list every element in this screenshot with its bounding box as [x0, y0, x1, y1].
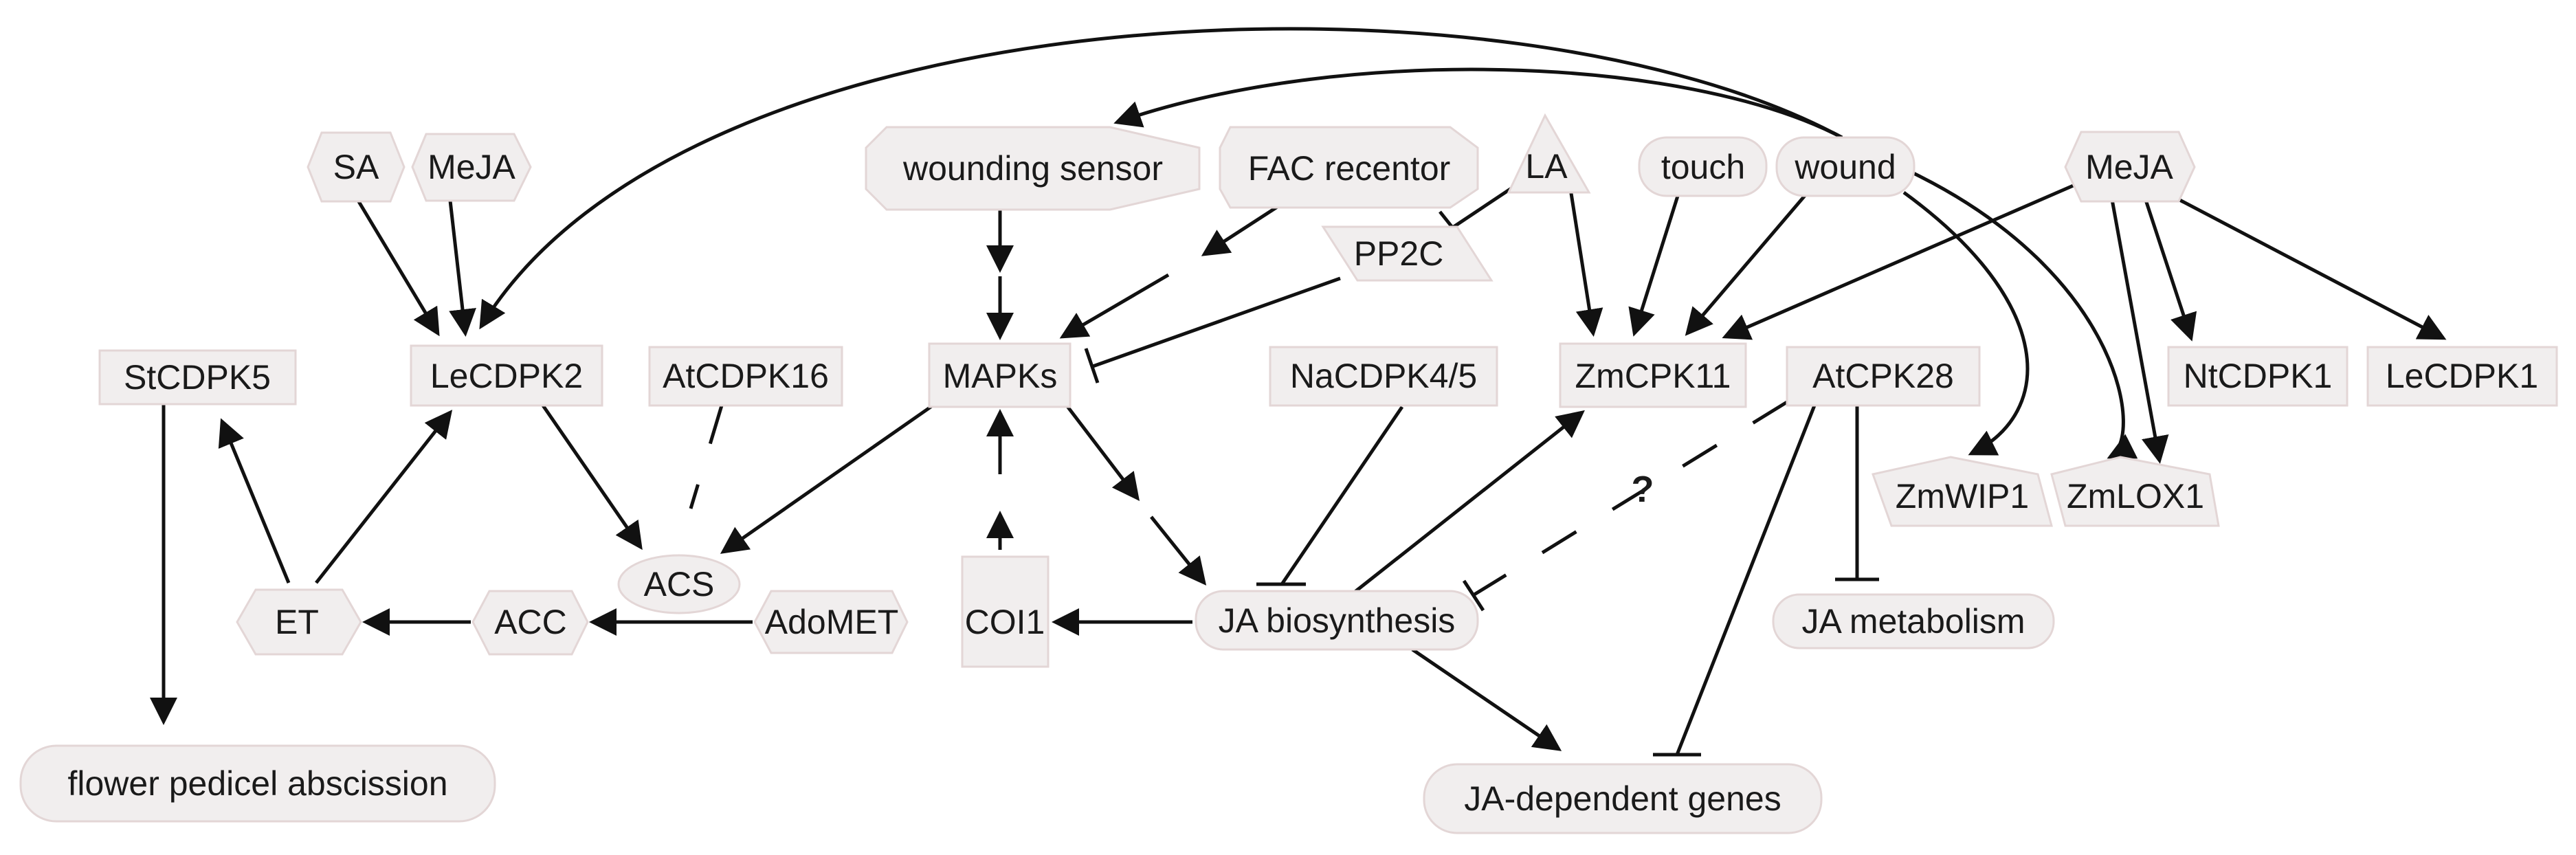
node-fac-receptor-label: FAC recentor [1248, 149, 1451, 188]
edge-meja-left-to-lecdpk2 [448, 200, 476, 337]
node-meja-left-label: MeJA [428, 148, 515, 186]
edge-wound-to-zmwip1 [1902, 190, 2030, 456]
node-ja-dependent-label: JA-dependent genes [1464, 779, 1781, 818]
node-mapks-label: MAPKs [943, 357, 1058, 395]
edge-meja-right-to-zmcpk11 [1722, 178, 2087, 340]
node-acc-label: ACC [494, 603, 567, 641]
edge-lecdpk2-to-acs [541, 404, 643, 551]
edge-mapks-to-ja [1150, 515, 1207, 586]
node-ntcdpk1: NtCDPK1 [2167, 346, 2349, 407]
edge-la-inhibits-fac [1452, 182, 1519, 229]
node-zmwip1: ZmWIP1 [1872, 456, 2053, 527]
node-stcdpk5-label: StCDPK5 [124, 358, 271, 397]
node-adomet-label: AdoMET [765, 603, 899, 641]
node-et-label: ET [275, 603, 319, 641]
node-ja-metabolism: JA metabolism [1772, 593, 2055, 649]
node-nacdpk45-label: NaCDPK4/5 [1290, 357, 1477, 395]
node-fac-receptor: FAC recentor [1219, 126, 1479, 209]
node-zmlox1-label: ZmLOX1 [2067, 477, 2204, 515]
node-meja-right-label: MeJA [2085, 148, 2173, 186]
node-stcdpk5: StCDPK5 [98, 349, 297, 406]
node-la-label: LA [1525, 147, 1568, 186]
node-meja-left: MeJA [411, 133, 532, 202]
node-atcpk28: AtCPK28 [1786, 346, 1981, 407]
node-la: LA [1507, 113, 1591, 194]
node-mapks: MAPKs [928, 342, 1072, 408]
edge-meja-right-to-zmlox1 [2109, 195, 2169, 464]
node-ja-dependent: JA-dependent genes [1423, 763, 1823, 834]
edge-atcpk28-inhibits-ja-bar [1462, 579, 1485, 612]
node-coi1-label: COI1 [965, 603, 1045, 641]
edge-et-to-stcdpk5 [218, 418, 291, 584]
edge-meja-right-to-lecdpk1 [2170, 194, 2447, 340]
edge-et-to-lecdpk2 [315, 410, 453, 584]
node-ja-biosynthesis-label: JA biosynthesis [1219, 601, 1456, 640]
edge-pp2c-inhibits-mapks-bar [1084, 348, 1100, 384]
node-nacdpk45: NaCDPK4/5 [1269, 346, 1498, 407]
node-lecdpk2-label: LeCDPK2 [430, 357, 583, 395]
edge-meja-right-to-ntcdpk1 [2142, 195, 2197, 342]
node-wound: wound [1775, 136, 1916, 197]
edge-wound-to-zmlox1 [1909, 170, 2138, 459]
node-meja-right: MeJA [2064, 131, 2196, 203]
node-wound-label: wound [1794, 148, 1896, 186]
edge-sa-to-lecdpk2 [355, 198, 440, 337]
edge-ja-to-zmcpk11 [1346, 410, 1585, 599]
edge-atcpk28-inhibits-ja [1473, 400, 1788, 597]
node-sa-label: SA [333, 148, 379, 186]
node-flower-pedicel: flower pedicel abscission [19, 744, 496, 823]
node-coi1: COI1 [961, 555, 1050, 668]
edge-wound-to-lecdpk2 [479, 27, 1843, 330]
edges [150, 27, 2447, 757]
node-atcdpk16: AtCDPK16 [648, 346, 843, 407]
edge-fac-receptor-to-mapks [1059, 273, 1170, 339]
node-pp2c-label: PP2C [1354, 234, 1444, 273]
node-ja-metabolism-label: JA metabolism [1801, 602, 2025, 641]
node-lecdpk1: LeCDPK1 [2366, 346, 2558, 407]
edge-touch-to-zmcpk11 [1628, 193, 1680, 337]
question-mark-annotation: ? [1632, 469, 1654, 510]
node-et: ET [236, 588, 362, 656]
edge-pp2c-inhibits-mapks [1092, 276, 1341, 368]
node-ja-biosynthesis: JA biosynthesis [1195, 590, 1479, 651]
node-lecdpk2: LeCDPK2 [410, 344, 603, 407]
node-touch-label: touch [1661, 148, 1745, 186]
node-zmcpk11: ZmCPK11 [1559, 342, 1747, 408]
node-flower-pedicel-label: flower pedicel abscission [67, 764, 447, 803]
node-pp2c: PP2C [1321, 225, 1494, 282]
edge-nacdpk-inhibits-ja [1280, 406, 1404, 586]
node-acs: ACS [617, 554, 741, 614]
nodes: SA MeJA StCDPK5 LeCDPK2 AtCDPK16 woundin… [19, 113, 2558, 834]
node-zmwip1-label: ZmWIP1 [1896, 477, 2029, 515]
edge-la-to-zmcpk11 [1568, 188, 1603, 337]
node-ntcdpk1-label: NtCDPK1 [2184, 357, 2333, 395]
node-touch: touch [1638, 136, 1768, 197]
edge-ja-to-ja-dependent [1411, 647, 1562, 751]
edge-fac-receptor-to-mapks-dash [1201, 204, 1280, 256]
edge-wound-to-zmcpk11 [1685, 191, 1809, 336]
edge-atcpk28-inhibits-ja-dependent [1675, 405, 1817, 755]
node-wounding-sensor: wounding sensor [865, 126, 1201, 211]
node-atcpk28-label: AtCPK28 [1812, 357, 1954, 395]
node-acs-label: ACS [644, 565, 715, 603]
node-adomet: AdoMET [753, 590, 909, 654]
node-lecdpk1-label: LeCDPK1 [2386, 357, 2538, 395]
edge-mapks-to-acs [720, 402, 936, 554]
node-zmcpk11-label: ZmCPK11 [1575, 357, 1731, 395]
node-sa: SA [307, 131, 406, 203]
edge-wound-to-wounding-sensor [1113, 67, 1843, 140]
edge-atcdpk16-to-acs [689, 405, 724, 509]
node-acc: ACC [471, 590, 589, 656]
node-zmlox1: ZmLOX1 [2050, 456, 2220, 527]
node-atcdpk16-label: AtCDPK16 [663, 357, 829, 395]
node-wounding-sensor-label: wounding sensor [902, 149, 1163, 188]
edge-mapks-to-ja-dash [1065, 404, 1140, 501]
